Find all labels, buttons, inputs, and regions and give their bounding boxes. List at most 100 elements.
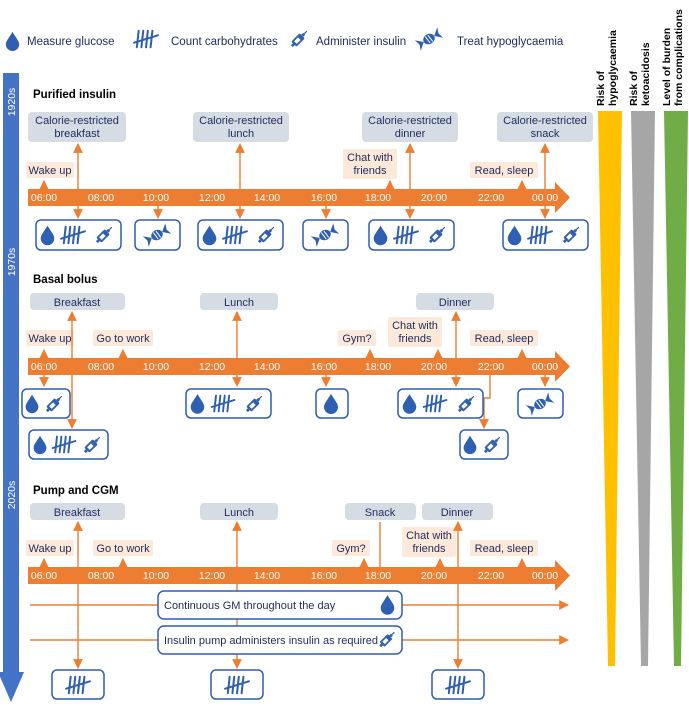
meal-label-1: Calorie-restricted: [368, 115, 452, 127]
activity-wake-up: Wake up: [28, 165, 71, 177]
activity-gym: Gym?: [336, 543, 365, 555]
meal-lunch: Lunch: [224, 297, 254, 309]
activity-chat-1: Chat with: [347, 152, 393, 164]
action-box-hypo-mid-morning: [134, 219, 181, 251]
legend-measure-label: Measure glucose: [27, 36, 115, 48]
hour-tick: 20:00: [421, 570, 447, 582]
pump-label: Insulin pump administers insulin as requ…: [164, 635, 378, 647]
activity-chat-2: friends: [353, 165, 387, 177]
cgm-box: Continuous GM throughout the day: [157, 590, 403, 620]
era-1920s: 1920s: [6, 88, 18, 117]
hour-labels: 06:00 08:00 10:00 12:00 14:00 16:00 18:0…: [31, 192, 558, 204]
action-box-hypo-afternoon: [302, 219, 349, 251]
activity-chat-1: Chat with: [406, 530, 452, 542]
activity-read-sleep: Read, sleep: [475, 165, 534, 177]
section-purified-insulin: Purified insulin Calorie-restricted brea…: [26, 89, 593, 251]
hour-tick: 06:00: [31, 192, 57, 204]
timeline-bar: [28, 567, 555, 584]
action-box-afternoon: [315, 388, 349, 419]
activity-read-sleep: Read, sleep: [475, 543, 534, 555]
action-box-dinner: [368, 219, 455, 251]
risk-bars: Risk of hypoglycaemia Risk of ketoacidos…: [595, 9, 688, 666]
hour-tick: 10:00: [143, 570, 169, 582]
activity-wake-up: Wake up: [28, 543, 71, 555]
connectors: [39, 311, 550, 429]
section-pump-cgm: Pump and CGM Breakfast Lunch Snack Dinne…: [26, 485, 570, 700]
era-2020s: 2020s: [6, 481, 18, 510]
action-box-snack: [502, 219, 589, 251]
action-box-lunch: [197, 219, 284, 251]
hour-tick: 06:00: [31, 570, 57, 582]
action-box-dinner: [431, 669, 485, 700]
hour-tick: 18:00: [365, 192, 391, 204]
legend: Measure glucose Count carbohydrates Admi…: [5, 27, 564, 51]
hour-tick: 08:00: [88, 361, 114, 373]
hour-tick: 12:00: [199, 192, 225, 204]
meal-label-1: Calorie-restricted: [503, 115, 587, 127]
hour-tick: 20:00: [421, 361, 447, 373]
section-title: Pump and CGM: [33, 485, 119, 497]
hypoglycaemia-risk-bar: [598, 111, 622, 666]
hour-tick: 12:00: [199, 570, 225, 582]
meal-label-1: Calorie-restricted: [35, 115, 119, 127]
hour-tick: 00:00: [532, 570, 558, 582]
hour-tick: 22:00: [478, 361, 504, 373]
meal-breakfast: Calorie-restricted breakfast: [28, 112, 126, 142]
section-title: Basal bolus: [33, 274, 98, 286]
hypo-risk-title-1: Risk of: [595, 70, 607, 106]
era-1970s: 1970s: [6, 248, 18, 277]
hour-tick: 18:00: [365, 361, 391, 373]
activity-go-to-work: Go to work: [96, 543, 150, 555]
activity-go-to-work: Go to work: [96, 333, 150, 345]
action-box-dinner: [397, 388, 484, 419]
treat-hypoglycaemia-icon: [415, 27, 443, 51]
hour-tick: 16:00: [311, 192, 337, 204]
meal-label-1: Calorie-restricted: [199, 115, 283, 127]
meal-lunch: Lunch: [224, 507, 254, 519]
timeline-bar: [28, 358, 555, 375]
meal-dinner: Calorie-restricted dinner: [362, 112, 458, 142]
hour-tick: 08:00: [88, 570, 114, 582]
activity-chat-1: Chat with: [392, 320, 438, 332]
hour-tick: 22:00: [478, 192, 504, 204]
pump-box: Insulin pump administers insulin as requ…: [157, 625, 403, 655]
meal-breakfast: Breakfast: [54, 297, 100, 309]
section-basal-bolus: Basal bolus Breakfast Lunch Dinner Wake …: [21, 274, 570, 460]
activity-chat-2: friends: [412, 543, 446, 555]
hour-tick: 14:00: [254, 570, 280, 582]
meal-breakfast: Breakfast: [54, 507, 100, 519]
timeline-bar: [28, 189, 555, 206]
burden-title-2: from complications: [673, 9, 685, 106]
activity-wake-up: Wake up: [28, 333, 71, 345]
hypo-risk-title-2: hypoglycaemia: [607, 30, 619, 106]
ketoacidosis-risk-bar: [631, 111, 655, 666]
burden-title-1: Level of burden: [661, 28, 673, 106]
hour-tick: 12:00: [199, 361, 225, 373]
hour-tick: 10:00: [143, 192, 169, 204]
action-box-wake: [21, 388, 71, 419]
connectors: [39, 143, 550, 219]
hour-tick: 16:00: [311, 361, 337, 373]
keto-risk-title-2: ketoacidosis: [640, 42, 652, 106]
meal-label-2: lunch: [228, 128, 254, 140]
meal-label-2: snack: [531, 128, 560, 140]
hour-tick: 20:00: [421, 192, 447, 204]
hour-tick: 08:00: [88, 192, 114, 204]
meal-lunch: Calorie-restricted lunch: [193, 112, 289, 142]
burden-level-bar: [664, 111, 688, 666]
legend-administer-label: Administer insulin: [316, 36, 406, 48]
meal-label-2: dinner: [395, 128, 426, 140]
era-arrow: 1920s 1970s 2020s: [0, 73, 24, 702]
action-box-lunch: [210, 669, 264, 700]
meal-snack: Calorie-restricted snack: [497, 112, 593, 142]
meal-label-2: breakfast: [54, 128, 99, 140]
meal-snack: Snack: [365, 507, 396, 519]
action-box-hypo-night: [517, 388, 564, 419]
hour-tick: 00:00: [532, 361, 558, 373]
activity-read-sleep: Read, sleep: [475, 333, 534, 345]
administer-insulin-icon: [288, 28, 311, 50]
action-box-late-evening: [459, 429, 509, 460]
action-box-lunch: [185, 388, 272, 419]
hour-tick: 16:00: [311, 570, 337, 582]
